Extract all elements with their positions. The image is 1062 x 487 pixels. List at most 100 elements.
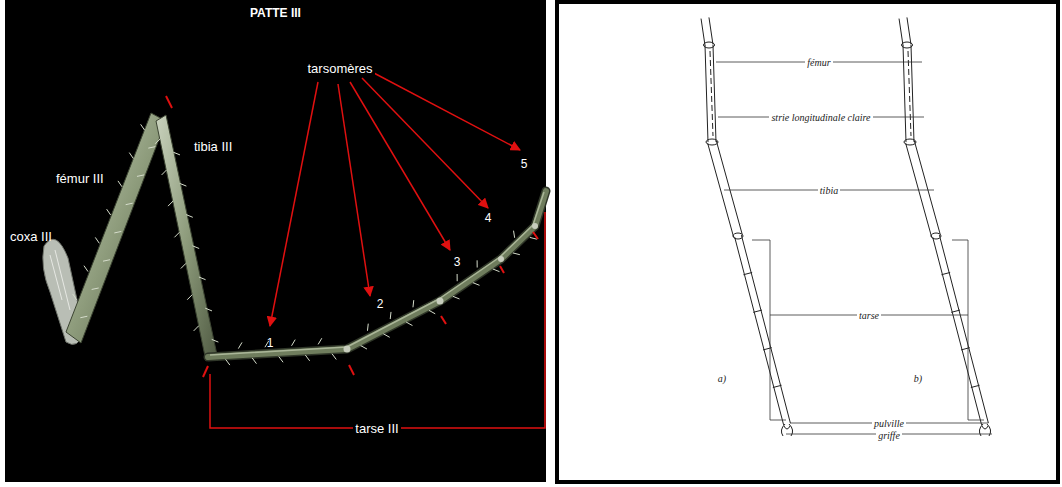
leg-hair xyxy=(187,295,192,300)
leg-hair xyxy=(186,215,193,218)
leg-hair xyxy=(194,326,199,331)
leg-hair xyxy=(305,355,309,361)
leg-hair xyxy=(390,312,392,319)
tarsomere-joint xyxy=(941,272,950,274)
leg-hair xyxy=(95,237,99,243)
panel-letter: b) xyxy=(912,373,924,384)
part-name: tarse xyxy=(857,310,881,321)
leader-line xyxy=(716,62,992,434)
leg-hair xyxy=(238,342,242,348)
tarsomere-joint xyxy=(971,385,980,387)
leg-hair xyxy=(168,201,173,206)
tarsomere-joint xyxy=(951,310,960,312)
sketch-joint xyxy=(704,42,715,48)
sketch-edge xyxy=(705,45,708,142)
leg-hair xyxy=(292,340,296,346)
figure-title: PATTE III xyxy=(250,6,301,20)
femur-shape xyxy=(66,113,166,343)
sketch-frame xyxy=(557,2,1058,482)
leg-hair xyxy=(212,339,219,342)
sketch-edge xyxy=(713,45,716,142)
sketch-edge xyxy=(903,45,906,142)
leg-hair xyxy=(453,296,460,299)
leg-hair xyxy=(530,237,537,239)
leg-hair xyxy=(118,181,122,187)
leg-hair xyxy=(80,316,87,317)
leg-hair xyxy=(199,277,206,280)
part-name: fémur III xyxy=(54,171,106,186)
panel-letter: a) xyxy=(716,373,728,384)
leg-hair xyxy=(107,209,111,215)
sketch-edge xyxy=(899,19,903,46)
part-name: tibia III xyxy=(192,139,234,154)
leg-hair xyxy=(406,322,412,325)
sketch-edge xyxy=(939,235,988,423)
leg-sketch xyxy=(701,17,991,436)
part-name: tarse III xyxy=(353,421,400,436)
leg-hair xyxy=(279,356,283,362)
part-name: griffe xyxy=(876,430,902,441)
leg-hair xyxy=(318,338,322,344)
leg-hair xyxy=(126,203,133,204)
part-name: strie longitudinale claire xyxy=(769,112,873,123)
sketch-edge xyxy=(716,141,742,235)
pulvillus-sketch xyxy=(784,426,790,429)
sketch-edge xyxy=(735,237,784,425)
leg-hair xyxy=(192,246,199,249)
sketch-stria xyxy=(710,51,713,136)
callout-number: 2 xyxy=(375,297,386,311)
leg-hair xyxy=(477,260,478,267)
leg-hair xyxy=(148,147,155,148)
tarsomere-joint xyxy=(961,348,970,350)
callout-number: 3 xyxy=(452,255,463,269)
sketch-joint xyxy=(733,233,743,239)
leg-hair xyxy=(514,231,515,238)
sketch-edge xyxy=(914,141,940,235)
sketch-joint xyxy=(902,42,913,48)
part-name: tibia xyxy=(818,185,840,196)
leg-hair xyxy=(252,358,256,364)
leg-hair xyxy=(332,354,336,360)
leg-hair xyxy=(181,263,186,268)
leg-hair xyxy=(174,232,179,237)
leg-hair xyxy=(129,153,133,159)
photo-ground xyxy=(5,0,546,482)
sketch-edge xyxy=(709,17,713,44)
leg-hair xyxy=(367,324,369,331)
leg-hair xyxy=(155,139,160,144)
leg-hair xyxy=(92,288,99,289)
leg-hair xyxy=(141,124,145,130)
leg-hair xyxy=(173,152,180,155)
leg-hair xyxy=(226,359,230,365)
leg-hair xyxy=(473,283,480,286)
leg-hair xyxy=(73,294,77,300)
pulvillus-sketch xyxy=(982,426,988,429)
callout-number: 1 xyxy=(265,336,276,350)
callout-number: 4 xyxy=(483,211,494,225)
sketch-edge xyxy=(907,17,911,44)
leg-hair xyxy=(383,334,389,337)
leg-hair xyxy=(361,346,367,349)
leg-hair xyxy=(513,253,520,255)
tarsus-shape xyxy=(208,191,546,357)
leg-hair xyxy=(162,170,167,175)
part-name: tarsomères xyxy=(305,61,374,76)
tarsomere-joint xyxy=(773,385,782,387)
leg-hair xyxy=(103,260,110,261)
sketch-edge xyxy=(933,237,982,425)
callout-number: 5 xyxy=(519,157,530,171)
sketch-stria xyxy=(908,51,911,136)
leg-hair xyxy=(180,183,187,186)
leg-hair xyxy=(493,269,500,272)
tarse-bracket xyxy=(210,212,545,428)
sketch-joint xyxy=(706,139,718,145)
leg-hair xyxy=(429,310,435,313)
part-name: fémur xyxy=(805,57,832,68)
leg-hair xyxy=(412,300,414,307)
leg-hair xyxy=(205,308,212,311)
joint-tick xyxy=(166,96,538,377)
tarsomere-joint xyxy=(763,348,772,350)
sketch-joint xyxy=(931,233,941,239)
